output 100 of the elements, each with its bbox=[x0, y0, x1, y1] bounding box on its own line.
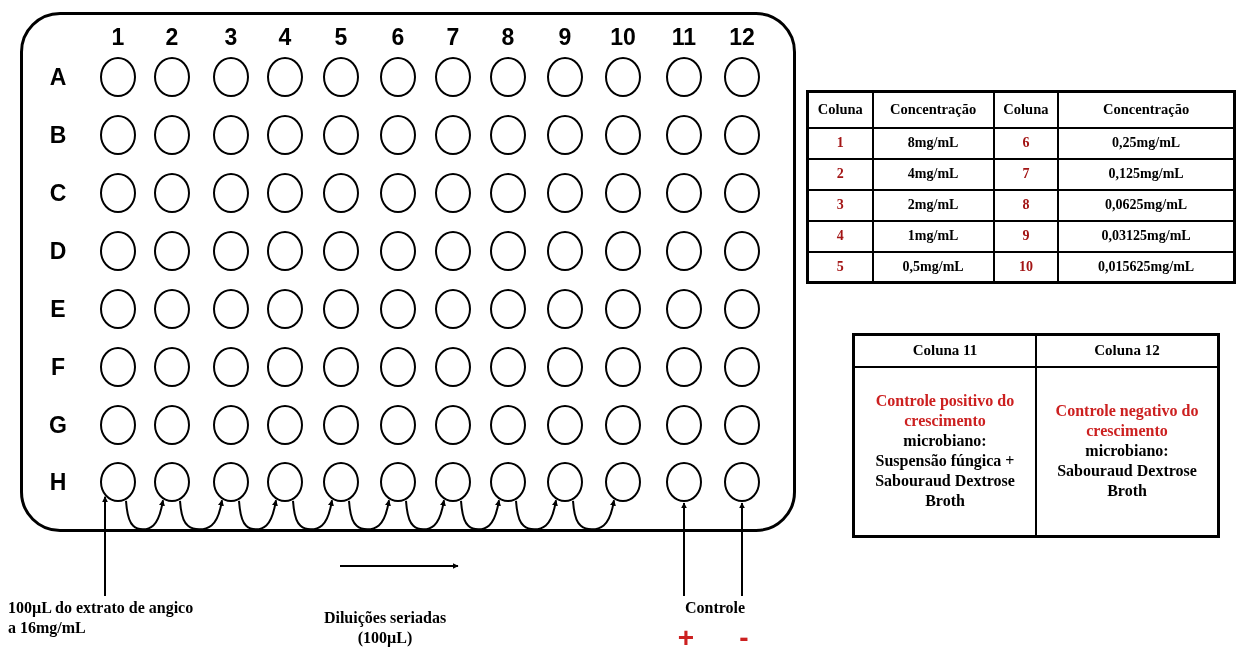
well-circle bbox=[724, 405, 760, 445]
well-circle bbox=[666, 405, 702, 445]
well-circle bbox=[154, 405, 190, 445]
well-circle bbox=[154, 347, 190, 387]
well-circle bbox=[605, 462, 641, 502]
well-circle bbox=[100, 289, 136, 329]
column-number: 11 bbox=[670, 24, 698, 51]
well-circle bbox=[724, 289, 760, 329]
well-circle bbox=[605, 347, 641, 387]
caption-text: Diluições seriadas (100µL) bbox=[322, 608, 448, 648]
column-number: 7 bbox=[445, 24, 461, 51]
arrow bbox=[405, 499, 446, 531]
arrow bbox=[515, 499, 558, 531]
arrow bbox=[739, 502, 745, 597]
control-description: microbiano: Sabouraud Dextrose Broth bbox=[1056, 441, 1198, 502]
arrow bbox=[102, 495, 108, 597]
well-circle bbox=[267, 57, 303, 97]
well-circle bbox=[547, 115, 583, 155]
table-cell: 2mg/mL bbox=[872, 189, 994, 221]
column-number: 5 bbox=[333, 24, 349, 51]
well-circle bbox=[724, 347, 760, 387]
well-circle bbox=[100, 57, 136, 97]
well-circle bbox=[605, 405, 641, 445]
well-circle bbox=[605, 173, 641, 213]
well-circle bbox=[490, 173, 526, 213]
well-circle bbox=[724, 57, 760, 97]
row-letter: H bbox=[48, 469, 68, 496]
well-circle bbox=[435, 347, 471, 387]
well-circle bbox=[154, 462, 190, 502]
arrow bbox=[292, 499, 334, 531]
well-circle bbox=[435, 115, 471, 155]
well-circle bbox=[100, 173, 136, 213]
caption-text: 100µL do extrato de angico a 16mg/mL bbox=[8, 598, 200, 646]
well-circle bbox=[435, 57, 471, 97]
column-number: 1 bbox=[110, 24, 126, 51]
column-header: Concentração bbox=[872, 91, 994, 128]
table-cell: 2 bbox=[807, 158, 873, 190]
well-circle bbox=[213, 347, 249, 387]
well-circle bbox=[323, 231, 359, 271]
column-number: 12 bbox=[728, 24, 756, 51]
column-header: Coluna 11 bbox=[853, 334, 1036, 367]
column-number: 10 bbox=[609, 24, 637, 51]
well-circle bbox=[380, 115, 416, 155]
well-circle bbox=[380, 405, 416, 445]
arrow bbox=[460, 499, 501, 531]
well-circle bbox=[666, 57, 702, 97]
well-circle bbox=[323, 405, 359, 445]
row-letter: E bbox=[49, 296, 67, 323]
well-circle bbox=[605, 289, 641, 329]
arrow bbox=[179, 499, 224, 531]
well-circle bbox=[323, 347, 359, 387]
column-header: Coluna bbox=[807, 91, 873, 128]
column-number: 9 bbox=[557, 24, 573, 51]
table-cell: 3 bbox=[807, 189, 873, 221]
well-circle bbox=[380, 289, 416, 329]
well-circle bbox=[267, 115, 303, 155]
well-circle bbox=[666, 347, 702, 387]
table-cell: 4 bbox=[807, 220, 873, 252]
column-number: 2 bbox=[164, 24, 180, 51]
well-circle bbox=[213, 173, 249, 213]
column-number: 3 bbox=[223, 24, 239, 51]
well-circle bbox=[666, 289, 702, 329]
well-circle bbox=[547, 289, 583, 329]
caption-text: Controle bbox=[660, 598, 770, 624]
table-cell: 1 bbox=[807, 127, 873, 159]
well-circle bbox=[213, 57, 249, 97]
well-circle bbox=[666, 115, 702, 155]
well-circle bbox=[154, 173, 190, 213]
table-cell: 9 bbox=[993, 220, 1059, 252]
table-cell: 8mg/mL bbox=[872, 127, 994, 159]
well-circle bbox=[267, 347, 303, 387]
arrow bbox=[681, 502, 687, 597]
well-circle bbox=[267, 462, 303, 502]
column-header: Coluna bbox=[993, 91, 1059, 128]
well-circle bbox=[100, 115, 136, 155]
well-circle bbox=[490, 115, 526, 155]
well-circle bbox=[547, 462, 583, 502]
well-circle bbox=[267, 173, 303, 213]
well-circle bbox=[380, 462, 416, 502]
row-letter: G bbox=[48, 412, 68, 439]
well-circle bbox=[380, 173, 416, 213]
well-circle bbox=[323, 57, 359, 97]
well-circle bbox=[154, 289, 190, 329]
well-circle bbox=[547, 347, 583, 387]
well-circle bbox=[547, 173, 583, 213]
microplate-frame bbox=[20, 12, 796, 532]
minus-sign: - bbox=[738, 622, 750, 650]
well-circle bbox=[490, 405, 526, 445]
well-circle bbox=[490, 289, 526, 329]
well-circle bbox=[154, 57, 190, 97]
column-number: 6 bbox=[390, 24, 406, 51]
arrow bbox=[348, 499, 391, 531]
column-number: 8 bbox=[500, 24, 516, 51]
well-circle bbox=[213, 462, 249, 502]
well-circle bbox=[605, 231, 641, 271]
well-circle bbox=[100, 347, 136, 387]
table-cell: 6 bbox=[993, 127, 1059, 159]
well-circle bbox=[213, 115, 249, 155]
well-circle bbox=[323, 289, 359, 329]
well-circle bbox=[605, 115, 641, 155]
